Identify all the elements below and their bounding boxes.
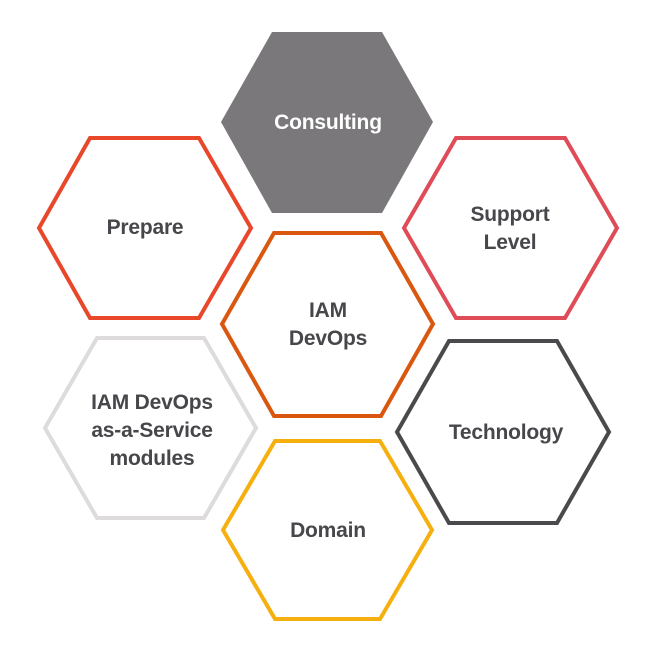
label-iam-devops-aas: IAM DevOps as-a-Service modules: [91, 389, 213, 473]
label-domain: Domain: [290, 517, 366, 545]
hexagon-iam-devops: [219, 231, 436, 418]
label-iam-devops: IAM DevOps: [289, 297, 367, 353]
label-line: Prepare: [106, 216, 184, 239]
label-prepare: Prepare: [107, 214, 184, 242]
label-line: modules: [109, 447, 195, 470]
hexagon-technology: [394, 339, 612, 525]
label-line: Consulting: [274, 111, 382, 134]
label-line: Technology: [448, 421, 564, 444]
label-line: Level: [483, 231, 537, 254]
hexagon-support-level: [401, 136, 620, 320]
hexagon-iam-devops-aas: [42, 336, 259, 520]
hexagon-domain: [220, 439, 435, 621]
label-technology: Technology: [449, 419, 563, 447]
label-consulting: Consulting: [274, 109, 382, 137]
label-line: IAM: [309, 299, 347, 322]
label-line: DevOps: [288, 327, 368, 350]
label-line: Support: [470, 203, 550, 226]
label-support-level: Support Level: [470, 201, 549, 257]
label-line: IAM DevOps: [91, 391, 213, 414]
label-line: as-a-Service: [91, 419, 213, 442]
hexagon-consulting: [221, 32, 433, 213]
label-line: Domain: [290, 519, 366, 542]
hexagon-prepare: [36, 136, 254, 320]
